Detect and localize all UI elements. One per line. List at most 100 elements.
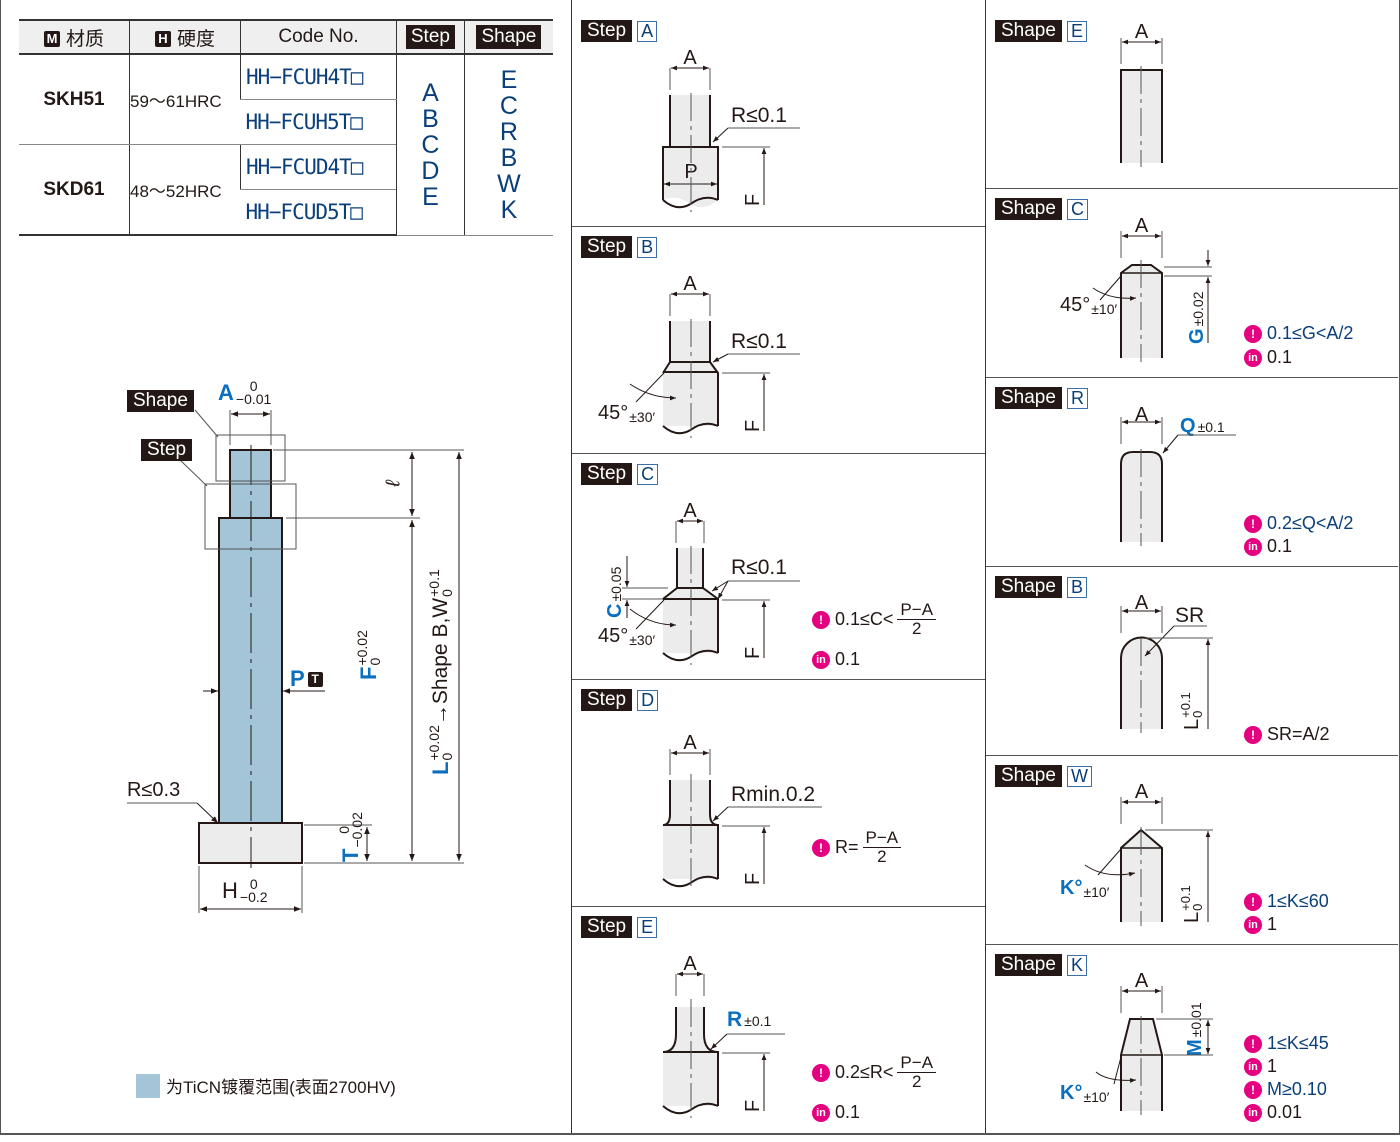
angle-value: 45° [598, 402, 629, 424]
panel-letter: E [1066, 20, 1087, 42]
material-cell: SKD61 [19, 144, 130, 236]
step-b-angle-label: 45°±30′ [598, 402, 655, 425]
step-option[interactable]: C [421, 130, 440, 159]
code-cell[interactable]: HH−FCUH4T□ [240, 54, 397, 100]
shape-r-dim-q-label: Q±0.1 [1180, 415, 1225, 438]
header-shape: Shape [463, 19, 553, 55]
condition-text: M≥0.10 [1267, 1079, 1327, 1099]
step-option[interactable]: D [421, 156, 440, 185]
code-cell[interactable]: HH−FCUD4T□ [240, 144, 397, 190]
panel-letter: A [637, 20, 658, 42]
panel-letter: D [637, 689, 659, 711]
panel-tag: Shape [995, 387, 1062, 409]
panel-letter: C [637, 463, 659, 485]
denominator: 2 [911, 619, 922, 638]
exclamation-icon: ! [1244, 892, 1262, 911]
panel-tag: Shape [995, 20, 1062, 42]
shape-b-dim-sr-label: SR [1175, 604, 1205, 627]
shape-option[interactable]: C [499, 91, 518, 120]
shape-options-cell: E C R B W K [463, 54, 553, 236]
main-step-label: Step [141, 439, 193, 461]
condition-text: 0.1 [835, 649, 861, 669]
step-b-dim-a: A [683, 273, 697, 295]
in-increment-icon: in [1244, 915, 1262, 934]
condition-text: 0.1 [1267, 347, 1293, 367]
hardness-cell: 48～52HRC [129, 144, 241, 236]
condition-text: 1≤K≤60 [1267, 891, 1329, 911]
t-badge-icon: T [307, 671, 323, 687]
shape-k-dim-k-label: K°±10′ [1060, 1082, 1109, 1105]
panel-letter: B [1066, 576, 1087, 598]
angle-tolerance: ±10′ [1083, 1089, 1110, 1105]
dim-h-label: H 0−0.2 [222, 876, 268, 905]
step-option[interactable]: A [422, 78, 439, 107]
step-option[interactable]: E [422, 182, 439, 211]
condition-text: 0.1 [835, 1102, 861, 1122]
panel-tag: Shape [995, 198, 1062, 220]
condition-text: 0.2≤Q<A/2 [1267, 513, 1354, 533]
step-b-radius-label: R≤0.1 [731, 330, 787, 353]
shape-r-dim-a: A [1135, 404, 1149, 426]
shape-option[interactable]: W [497, 169, 521, 198]
exclamation-icon: ! [1244, 514, 1262, 533]
in-increment-icon: in [1244, 537, 1262, 556]
step-e-radius-label: R±0.1 [727, 1008, 771, 1032]
shape-option[interactable]: K [500, 195, 518, 224]
numerator: P−A [862, 829, 902, 848]
angle-tolerance: ±10′ [1091, 301, 1118, 317]
in-increment-icon: in [1244, 1057, 1262, 1076]
denominator: 2 [911, 1072, 922, 1091]
denominator: 2 [877, 847, 887, 866]
shape-option[interactable]: B [500, 143, 518, 172]
table-row: HH−FCUH5T□ [19, 99, 553, 145]
material-badge-icon: M [43, 30, 60, 47]
code-cell[interactable]: HH−FCUD5T□ [240, 189, 397, 236]
condition-text: 1 [1267, 914, 1278, 934]
shape-w-condition: ! 1≤K≤60 [1244, 891, 1329, 912]
shape-c-condition: !0.1≤G<A/2 [1244, 323, 1353, 344]
shape-c-dim-a: A [1135, 215, 1149, 237]
step-option[interactable]: B [422, 104, 439, 133]
hardness-badge-icon: H [154, 30, 171, 47]
panel-letter: R [1066, 387, 1088, 409]
step-d-dim-a: A [683, 732, 697, 754]
column-divider [571, 0, 572, 1133]
code-cell[interactable]: HH−FCUH5T□ [240, 99, 397, 145]
dim-symbol: K° [1060, 1082, 1083, 1104]
condition-text: 0.1≤G<A/2 [1267, 323, 1354, 343]
shape-b-dim-a: A [1135, 592, 1149, 614]
angle-tolerance: ±30′ [629, 632, 656, 648]
panel-divider [986, 944, 1398, 945]
in-increment-icon: in [1244, 348, 1262, 367]
panel-letter: K [1066, 954, 1087, 976]
numerator: P−A [897, 601, 937, 620]
panel-tag: Step [581, 916, 633, 938]
in-increment-icon: in [1244, 1103, 1262, 1122]
shape-k-dim-a: A [1135, 970, 1149, 992]
dim-tolerance: ±0.1 [744, 1013, 772, 1029]
step-region-box [204, 483, 297, 550]
coating-legend: 为TiCN镀覆范围(表面2700HV) [136, 1073, 396, 1098]
shape-option[interactable]: R [499, 117, 518, 146]
shape-option[interactable]: E [500, 65, 518, 94]
main-shape-label: Shape [127, 390, 194, 412]
table-row: SKH51 59～61HRC HH−FCUH4T□ A B C D E E C … [19, 54, 553, 236]
step-c-radius-label: R≤0.1 [731, 556, 787, 579]
panel-divider [572, 226, 985, 227]
